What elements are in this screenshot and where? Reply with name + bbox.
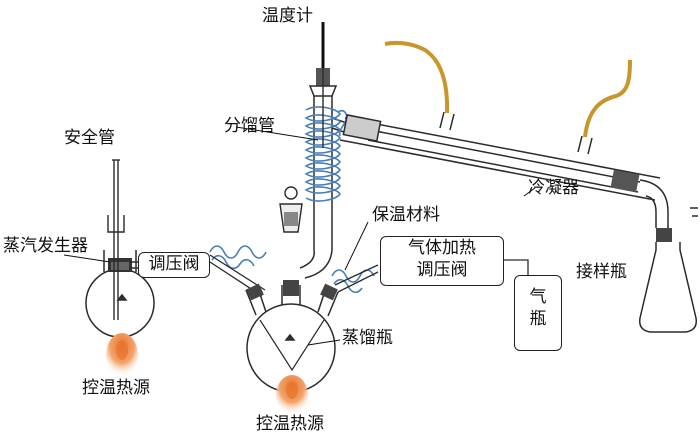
label-receiver: 接样瓶 — [576, 262, 627, 282]
label-distilling-flask: 蒸馏瓶 — [342, 328, 393, 348]
center-heat-source — [276, 375, 308, 415]
label-pressure-valve: 调压阀 — [138, 252, 210, 278]
label-condenser: 冷凝器 — [528, 178, 579, 198]
label-safety-tube: 安全管 — [64, 128, 115, 148]
label-thermometer: 温度计 — [262, 6, 313, 26]
gas-heating-valve-box: 气体加热 调压阀 — [380, 236, 504, 286]
label-gas-cylinder-line2: 瓶 — [529, 309, 547, 329]
label-steam-generator: 蒸汽发生器 — [3, 236, 88, 256]
label-heat-source-center: 控温热源 — [256, 414, 324, 434]
label-heat-source-left: 控温热源 — [82, 378, 150, 398]
left-heating-coil — [209, 245, 267, 270]
leader-lines — [63, 126, 536, 346]
right-heating-coil — [331, 269, 375, 294]
safety-tube — [107, 159, 125, 320]
condenser — [339, 111, 669, 228]
gas-line — [503, 259, 529, 275]
condenser-water-outlet-tube — [583, 59, 632, 138]
label-gas-heating-valve-line2: 调压阀 — [416, 260, 468, 280]
center-stopper — [279, 186, 303, 233]
left-heat-source — [106, 333, 138, 377]
receiver-flask — [638, 207, 698, 333]
distilling-flask — [245, 280, 339, 393]
gas-cylinder-box: 气 瓶 — [514, 275, 562, 351]
column-heating-coil — [304, 106, 341, 202]
label-gas-heating-valve-line1: 气体加热 — [408, 238, 476, 258]
label-fractionating-column: 分馏管 — [224, 116, 275, 136]
label-insulation: 保温材料 — [372, 205, 440, 225]
condenser-water-inlet-tube — [384, 40, 450, 114]
label-gas-cylinder-line1: 气 — [529, 287, 547, 307]
